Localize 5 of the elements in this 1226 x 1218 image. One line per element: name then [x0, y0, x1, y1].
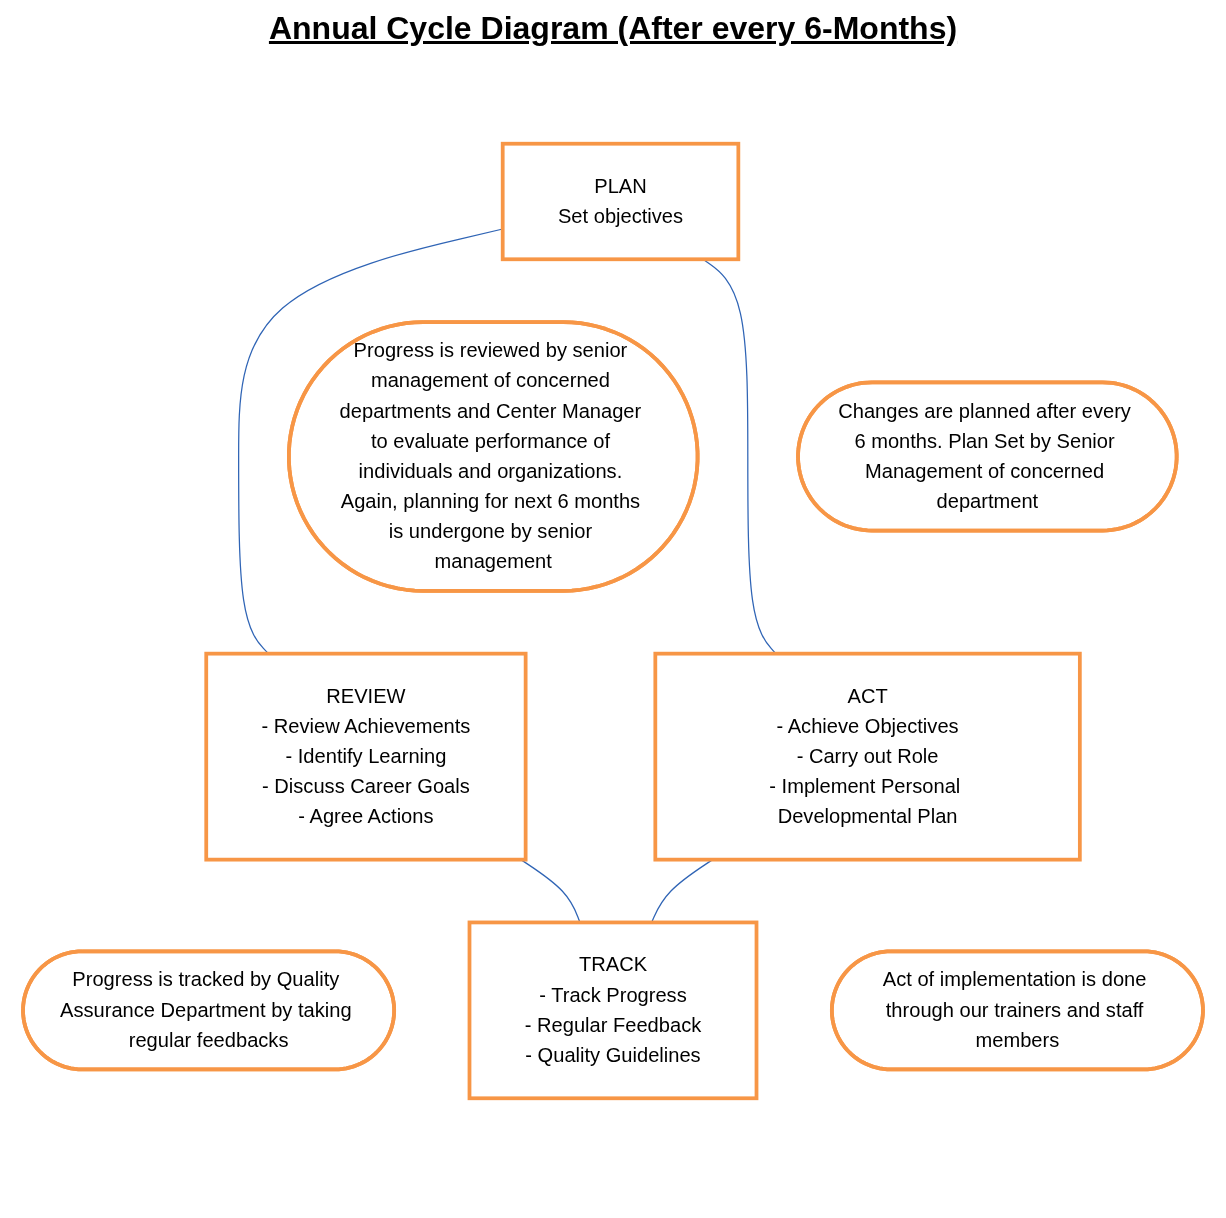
node-box: PLAN Set objectives — [500, 141, 741, 262]
node-box: TRACK - Track Progress - Regular Feedback - Quality Guidelines — [467, 920, 759, 1101]
diagram-title: Annual Cycle Diagram (After every 6-Months) — [268, 10, 958, 47]
node-box: REVIEW - Review Achievements - Identify Learning - Discuss Career Goals - Agree Actions — [204, 651, 528, 862]
node-box: ACT - Achieve Objectives - Carry out Role - Implement Personal Developmental Plan — [653, 651, 1082, 862]
